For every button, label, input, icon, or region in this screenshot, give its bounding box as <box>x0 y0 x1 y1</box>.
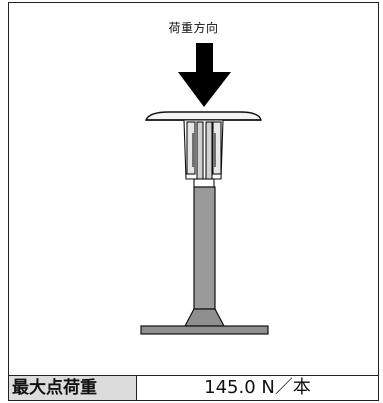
down-arrow-icon <box>178 43 231 107</box>
max-point-load-label: 最大点荷重 <box>9 376 137 400</box>
support-pedestal-diagram <box>140 43 269 335</box>
support-post <box>193 186 216 310</box>
base-cone <box>184 308 225 327</box>
head-plate <box>144 111 262 121</box>
load-direction-label: 荷重方向 <box>168 21 219 35</box>
max-point-load-row: 最大点荷重 145.0 N／本 <box>9 375 378 400</box>
base-plate <box>140 325 269 335</box>
diagram-frame: 荷重方向 最大点荷重 145.0 <box>8 2 379 401</box>
adjuster-socket <box>183 119 224 188</box>
max-point-load-value: 145.0 N／本 <box>204 377 311 398</box>
